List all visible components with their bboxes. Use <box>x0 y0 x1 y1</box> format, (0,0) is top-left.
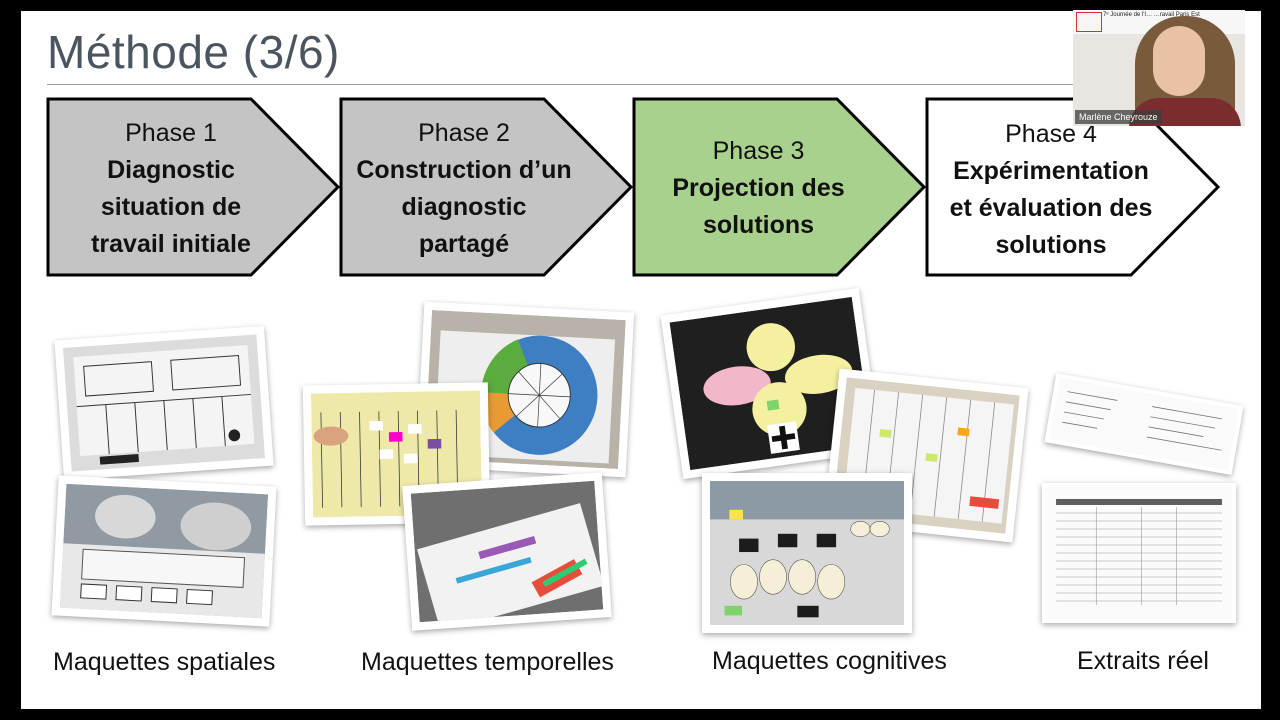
real-extract-doc-1 <box>1044 373 1244 475</box>
phase-3-description: Projection des solutions <box>672 174 845 239</box>
phase-1-text: Phase 1 Diagnostic situation de travail … <box>61 115 281 263</box>
slide: Méthode (3/6) Phase 1 Diagnostic situati… <box>21 11 1261 709</box>
caption-cognitive-models: Maquettes cognitives <box>712 647 947 675</box>
phase-2-text: Phase 2 Construction d’un diagnostic par… <box>344 115 584 263</box>
title-divider <box>47 84 1242 85</box>
temporal-model-photo-3 <box>402 472 612 632</box>
caption-spatial-models: Maquettes spatiales <box>53 648 276 676</box>
spatial-model-photo-2 <box>51 475 277 627</box>
spatial-model-photo-1 <box>54 325 274 481</box>
phase-4-description: Expérimentation et évaluation des soluti… <box>949 157 1153 259</box>
caption-real-extracts: Extraits réel <box>1077 647 1209 675</box>
event-logo <box>1076 12 1102 32</box>
phase-chevrons <box>46 97 1221 277</box>
right-border <box>1262 127 1280 720</box>
phase-2-chevron <box>339 97 634 277</box>
phase-1-label: Phase 1 <box>125 119 217 147</box>
phase-2-label: Phase 2 <box>418 119 510 147</box>
participant-face <box>1153 26 1205 96</box>
phase-3-chevron <box>632 97 927 277</box>
cognitive-model-photo-1 <box>660 287 882 480</box>
phase-3-label: Phase 3 <box>712 137 805 165</box>
participant-name-tag: Marlène Cheyrouze <box>1075 110 1162 124</box>
phase-1-chevron <box>46 97 341 277</box>
phase-2-description: Construction d’un diagnostic partagé <box>356 156 572 258</box>
caption-temporal-models: Maquettes temporelles <box>361 648 614 676</box>
phase-1-description: Diagnostic situation de travail initiale <box>91 156 251 258</box>
webcam-video-tile[interactable]: 7ᵉ Journée de l'I… …ravail Paris Est Mar… <box>1073 10 1245 126</box>
slide-title: Méthode (3/6) <box>47 26 340 78</box>
phase-3-text: Phase 3 Projection des solutions <box>646 133 871 244</box>
phase-4-text: Phase 4 Expérimentation et évaluation de… <box>931 116 1171 264</box>
real-extract-doc-2 <box>1042 483 1236 623</box>
cognitive-model-photo-3 <box>702 473 912 633</box>
webcam-banner-text: 7ᵉ Journée de l'I… …ravail Paris Est <box>1103 12 1200 18</box>
